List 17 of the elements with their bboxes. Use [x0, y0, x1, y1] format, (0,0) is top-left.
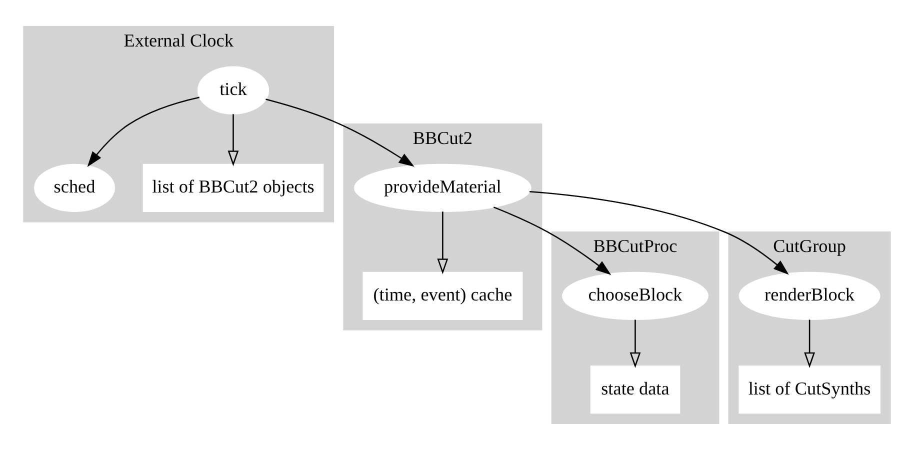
node-box: list of BBCut2 objects [142, 163, 324, 212]
node-box: list of CutSynths [738, 365, 880, 414]
arrow [530, 190, 789, 274]
node-ellipse: provideMaterial [354, 163, 532, 212]
arrow [437, 211, 448, 274]
arrow [804, 319, 816, 368]
node-ellipse: sched [34, 163, 115, 212]
node-ellipse: chooseBlock [562, 271, 708, 320]
arrow [266, 98, 414, 166]
node-box: state data [590, 365, 680, 414]
arrow [87, 96, 200, 166]
node-ellipse: tick [197, 66, 270, 114]
arrow [228, 114, 239, 166]
arrow [630, 319, 641, 368]
arrow [493, 206, 612, 274]
node-box: (time, event) cache [362, 271, 523, 320]
node-ellipse: renderBlock [738, 271, 880, 320]
